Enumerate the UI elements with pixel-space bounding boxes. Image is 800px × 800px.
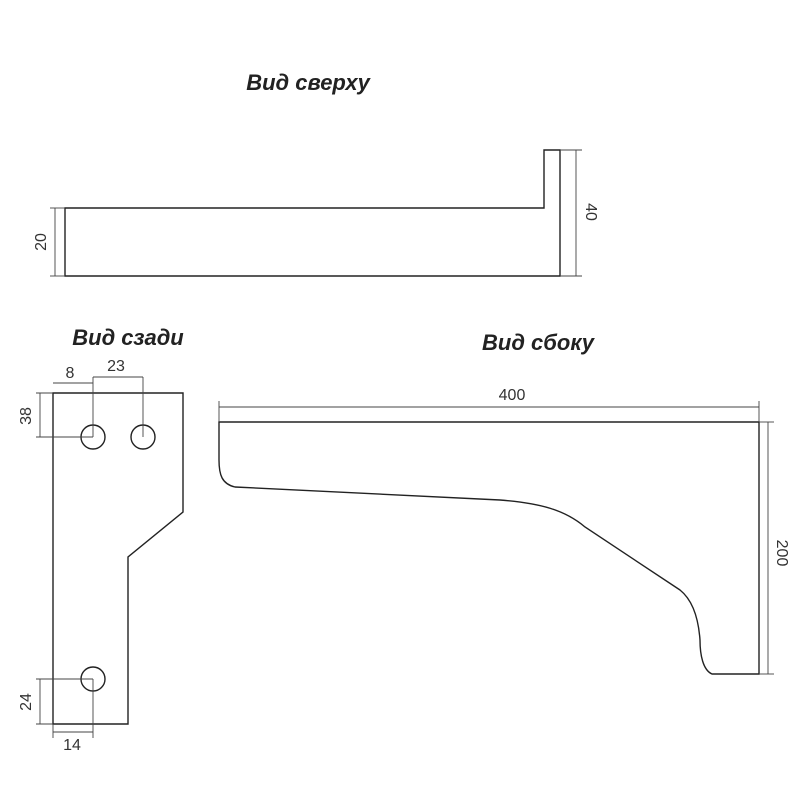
- back-view-dim-23: 23: [107, 358, 125, 375]
- top-view-outline: [64, 149, 561, 277]
- top-view: 20 40: [33, 149, 599, 277]
- side-view: 400 200: [218, 387, 790, 675]
- back-view-dim-24: 24: [18, 693, 35, 711]
- side-view-title: Вид сбоку: [482, 330, 596, 355]
- side-view-dim-400: 400: [499, 387, 526, 404]
- back-view-outline: [52, 392, 184, 725]
- side-view-dim-200: 200: [773, 540, 790, 567]
- back-view-dim-38: 38: [18, 407, 35, 425]
- top-view-title: Вид сверху: [246, 70, 371, 95]
- back-view-title: Вид сзади: [72, 325, 184, 350]
- side-view-outline: [218, 421, 760, 675]
- top-view-dim-40: 40: [582, 203, 599, 221]
- back-view-dim-8: 8: [66, 365, 75, 382]
- back-view: 8 23 38 24 14: [18, 358, 184, 754]
- back-view-dim-14: 14: [63, 737, 81, 754]
- top-view-dim-20: 20: [33, 233, 50, 251]
